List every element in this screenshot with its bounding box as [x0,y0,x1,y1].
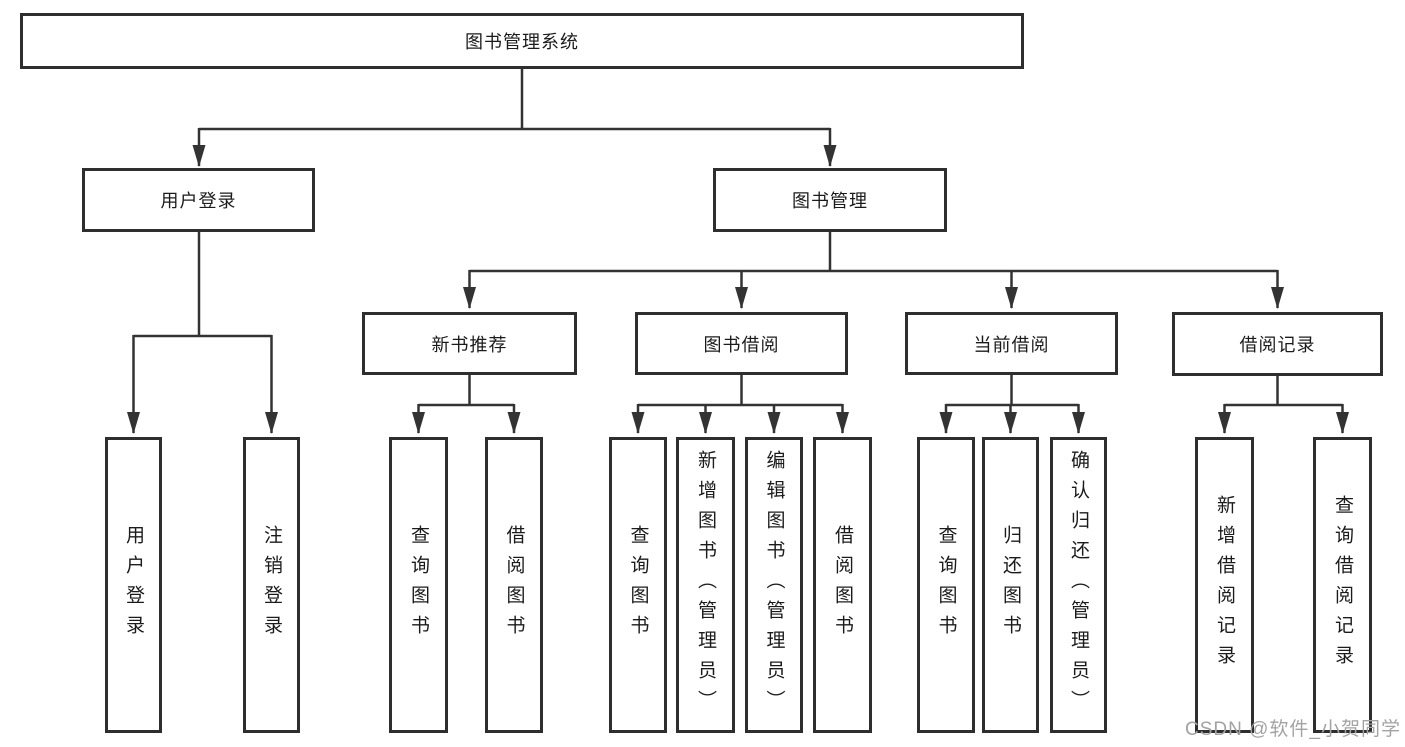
node-label: 用户登录 [123,525,144,645]
leaf-edit-book-admin: 编辑图书（管理员） [745,437,803,733]
leaf-query-books-3: 查询图书 [917,437,975,733]
node-label: 新书推荐 [431,334,508,355]
csdn-watermark: CSDN @软件_小贺同学 [1185,719,1401,740]
node-label: 查询图书 [627,525,649,645]
leaf-query-borrow-record: 查询借阅记录 [1313,437,1372,733]
leaf-query-books-2: 查询图书 [609,437,667,733]
leaf-add-book-admin: 新增图书（管理员） [676,437,735,733]
node-book-borrow: 图书借阅 [635,312,848,375]
leaf-borrow-books-2: 借阅图书 [813,437,872,733]
node-label: 借阅记录 [1239,335,1316,355]
leaf-logout: 注销登录 [243,437,300,733]
node-label: 当前借阅 [973,334,1050,355]
node-label: 图书借阅 [703,334,780,355]
node-label: 确认归还（管理员） [1068,450,1089,720]
node-label: 新增图书（管理员） [695,450,716,720]
leaf-confirm-return-admin: 确认归还（管理员） [1050,437,1107,733]
node-user-login: 用户登录 [82,168,315,232]
node-label: 用户登录 [160,191,237,211]
node-label: 归还图书 [1000,525,1021,645]
node-label: 编辑图书（管理员） [763,450,785,720]
leaf-borrow-books-1: 借阅图书 [485,437,543,733]
node-root-library-system: 图书管理系统 [20,13,1024,69]
leaf-query-books-1: 查询图书 [389,437,448,733]
node-label: 图书管理系统 [465,32,579,52]
node-label: 新增借阅记录 [1214,495,1235,675]
node-label: 借阅图书 [832,525,853,645]
node-label: 注销登录 [261,525,282,645]
node-book-management: 图书管理 [713,168,947,232]
node-label: 查询图书 [935,525,957,645]
node-label: 查询图书 [408,525,429,645]
node-label: 借阅图书 [503,525,525,645]
node-label: 图书管理 [792,191,868,211]
node-new-book-recommend: 新书推荐 [362,312,577,375]
node-current-borrow: 当前借阅 [905,312,1118,375]
node-borrow-records: 借阅记录 [1172,312,1383,376]
node-label: 查询借阅记录 [1332,495,1353,675]
leaf-return-book: 归还图书 [982,437,1039,733]
leaf-user-login: 用户登录 [105,437,162,733]
leaf-add-borrow-record: 新增借阅记录 [1195,437,1254,733]
